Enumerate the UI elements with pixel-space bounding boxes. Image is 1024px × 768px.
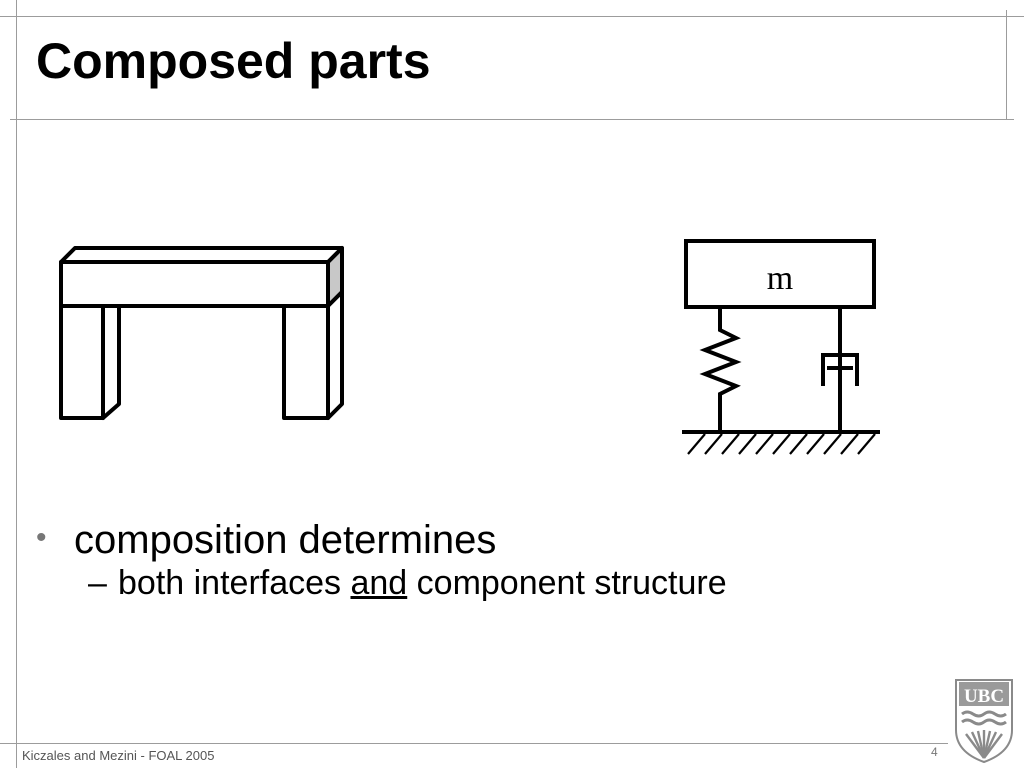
mass-spring-damper-diagram: m bbox=[682, 239, 880, 455]
mass-block bbox=[684, 239, 876, 309]
title-bottom-rule bbox=[10, 119, 1014, 120]
bullet-item: • composition determines bbox=[30, 515, 727, 563]
title-top-rule bbox=[0, 16, 1024, 17]
crest-banner bbox=[959, 682, 1009, 706]
crest-sun-rays bbox=[965, 730, 1003, 759]
slab-top-face bbox=[59, 246, 344, 264]
sub-bullet-text-before: both interfaces bbox=[118, 564, 351, 602]
slab-front-face bbox=[59, 260, 330, 308]
spring bbox=[699, 305, 742, 432]
logo-text: UBC bbox=[964, 686, 1004, 707]
right-border-rule bbox=[1006, 10, 1007, 120]
left-leg-side bbox=[101, 304, 121, 420]
left-border-rule bbox=[16, 0, 17, 768]
sub-bullet-item: –both interfaces and component structure bbox=[88, 563, 727, 603]
footer-text: Kiczales and Mezini - FOAL 2005 bbox=[22, 748, 215, 763]
page-number: 4 bbox=[931, 745, 938, 759]
ubc-logo: UBC bbox=[955, 679, 1013, 764]
sub-bullet-underlined-word: and bbox=[350, 564, 408, 602]
slide-title: Composed parts bbox=[36, 33, 431, 89]
mass-label: m bbox=[767, 260, 793, 297]
bullet-marker: • bbox=[36, 521, 47, 554]
sub-bullet-marker: – bbox=[88, 564, 107, 602]
right-leg-side bbox=[326, 290, 344, 420]
bullet-list: • composition determines –both interfaces… bbox=[30, 515, 727, 603]
crest-waves bbox=[961, 710, 1007, 726]
left-leg-front bbox=[59, 304, 105, 420]
bench-diagram bbox=[59, 246, 344, 420]
footer-rule bbox=[0, 743, 948, 744]
sub-bullet-text-after: component structure bbox=[407, 564, 727, 602]
bullet-text: composition determines bbox=[74, 518, 497, 562]
right-leg-front bbox=[282, 304, 330, 420]
ground-hatching bbox=[687, 433, 876, 455]
damper-cylinder bbox=[821, 353, 859, 386]
